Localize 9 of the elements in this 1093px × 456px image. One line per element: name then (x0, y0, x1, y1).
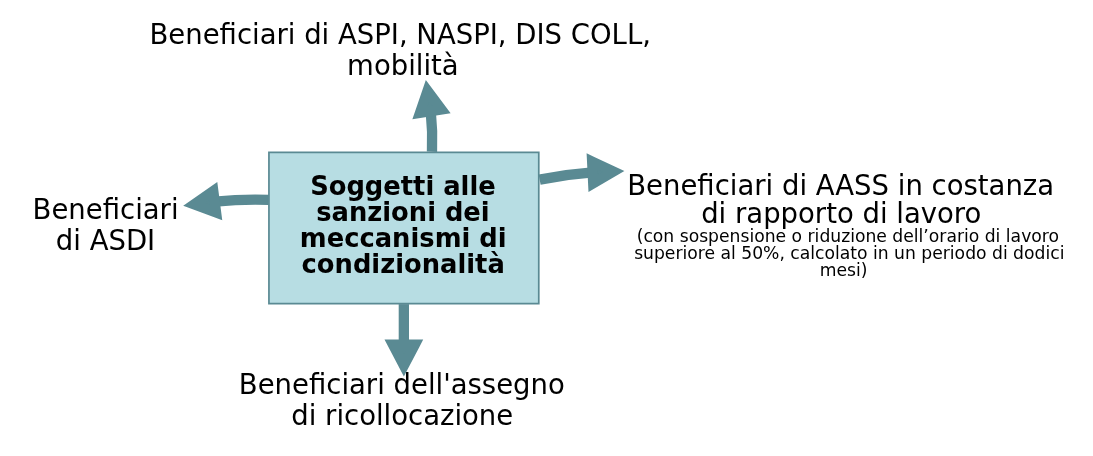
node-box: Soggetti alle sanzioni dei meccanismi di condizionalità (268, 151, 540, 305)
arrow (412, 79, 451, 152)
node-text: Beneficiari di AASS in costanza di rapporto di lavoro (con sospensione o riduzione dell’orario di lavoro superiore al 50%, calcolato in un periodo di dodici mesi) (627, 169, 1065, 281)
arrow (538, 153, 625, 193)
arrow (384, 304, 424, 377)
node-text: Beneficiari dell'assegno di ricollocazione (238, 368, 565, 432)
arrow (183, 181, 269, 221)
node-text: Beneficiari di ASPI, NASPI, DIS COLL, mobilità (149, 17, 651, 81)
node-text: Beneficiari di ASDI (32, 193, 179, 256)
